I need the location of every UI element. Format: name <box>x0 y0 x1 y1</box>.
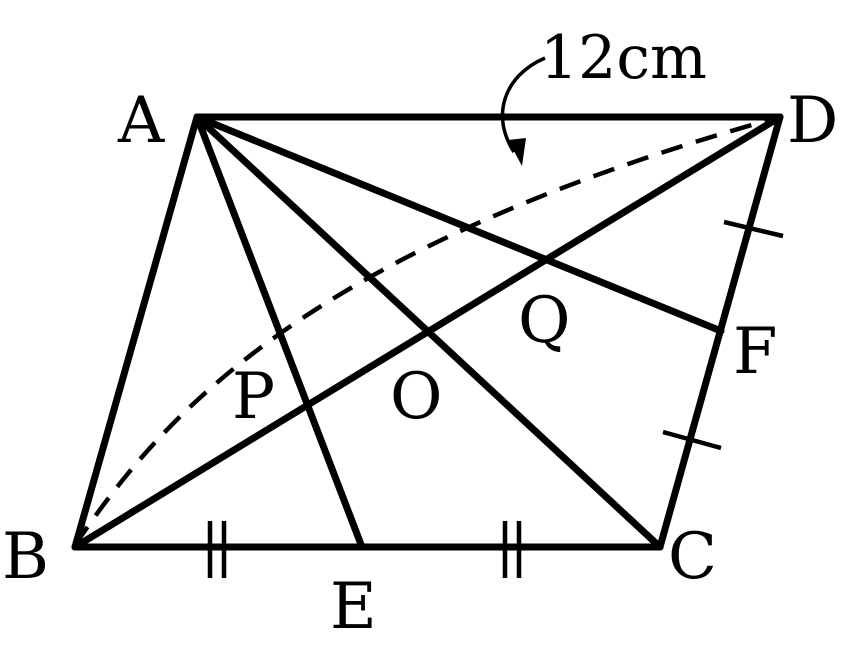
measure-arrowhead <box>508 138 526 166</box>
diagonal-bd <box>71 113 784 551</box>
point-label-d: D <box>787 84 838 158</box>
point-label-o: O <box>390 360 442 434</box>
measure-pointer <box>500 56 546 153</box>
point-label-q: Q <box>518 284 570 358</box>
point-label-f: F <box>733 315 777 389</box>
double-tick-ec <box>502 521 522 578</box>
point-label-a: A <box>117 84 165 158</box>
point-label-b: B <box>2 520 49 594</box>
single-tick-fc <box>662 429 722 451</box>
single-tick-df <box>723 219 784 239</box>
point-label-c: C <box>668 520 717 594</box>
measure-label: 12cm <box>540 23 707 93</box>
double-tick-be <box>207 521 227 578</box>
segment-ae <box>193 113 366 551</box>
point-label-p: P <box>232 360 275 434</box>
point-label-e: E <box>330 570 377 644</box>
segment-af <box>193 113 725 335</box>
side-ab <box>71 113 201 551</box>
